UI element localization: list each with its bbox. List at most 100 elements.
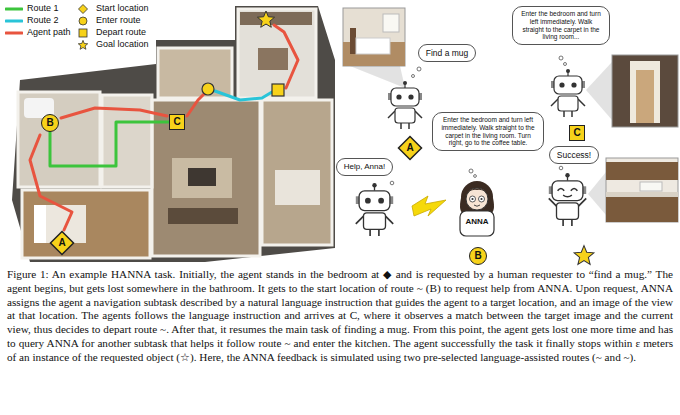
scene-photos — [612, 55, 678, 127]
depart-route-marker: C — [569, 125, 585, 141]
thought-dots — [559, 56, 563, 60]
thought-dots — [417, 67, 421, 71]
legend-sample — [74, 16, 92, 26]
scene-photos — [588, 172, 606, 215]
thought-dots — [474, 175, 477, 178]
thought-dots — [469, 169, 473, 173]
legend-line — [6, 20, 22, 23]
floor-plan — [22, 190, 150, 258]
scene-photos — [630, 61, 660, 123]
floor-plan — [275, 170, 320, 205]
figure-caption: Figure 1: An example HANNA task. Initial… — [7, 268, 673, 364]
scene-photos — [343, 8, 405, 66]
legend-sample — [5, 4, 23, 14]
legend-sample — [74, 4, 92, 14]
legend-item: Agent path — [5, 28, 71, 38]
legend-sample — [5, 28, 23, 38]
speech-bubble: Find a mug — [418, 44, 476, 62]
legend-sample — [74, 40, 92, 50]
floor-plan — [262, 100, 332, 245]
diamond-outline — [50, 231, 73, 254]
scene-photos — [606, 192, 678, 197]
node-text: Help, Anna! — [344, 162, 385, 171]
start-marker: A — [50, 231, 74, 255]
enter-route-marker: B — [469, 247, 487, 265]
floor-plan — [18, 9, 332, 258]
scene-photos — [383, 14, 399, 32]
legend-item: Enter route — [74, 16, 141, 26]
agent-path — [30, 25, 298, 230]
scene-photos — [606, 196, 678, 222]
floor-plan — [262, 100, 332, 245]
start-marker: A — [398, 136, 422, 160]
legend-item: Goal location — [74, 40, 149, 50]
legend-line — [6, 8, 22, 11]
thought-dots — [390, 181, 394, 185]
node-text: Find a mug — [426, 48, 469, 58]
enter-route-marker: B — [41, 114, 59, 132]
floor-plan — [238, 9, 316, 98]
node-text: A — [58, 238, 65, 248]
robots — [356, 183, 393, 236]
thought-dots — [390, 56, 566, 185]
legend-sample — [5, 16, 23, 26]
legend-circle — [79, 17, 87, 25]
robots — [549, 173, 586, 226]
node-text: A — [406, 143, 413, 153]
scene-photos — [606, 162, 678, 180]
legend-text: Enter route — [96, 16, 141, 26]
speech-bubble: Help, Anna! — [336, 158, 393, 176]
node-text: Enter the bedroom and turn left immediat… — [441, 116, 534, 146]
legend-square — [79, 29, 87, 37]
agent-path — [274, 25, 298, 88]
scene-photos — [586, 62, 612, 120]
speech-bubble: Enter the bedroom and turn left immediat… — [512, 6, 610, 45]
legend-item: Route 1 — [5, 4, 59, 14]
floor-plan — [238, 9, 316, 98]
robots — [460, 181, 494, 236]
legend-text: Depart route — [96, 28, 146, 38]
goal-star — [257, 11, 274, 27]
robots — [551, 69, 585, 117]
thought-dots — [559, 166, 563, 170]
floor-plan — [158, 48, 232, 98]
robots — [388, 81, 422, 129]
depart-route-marker: C — [169, 114, 185, 130]
legend-text: Route 1 — [27, 4, 59, 14]
scene-photos — [350, 66, 405, 88]
scene-photos — [606, 158, 678, 222]
legend-item: Start location — [74, 4, 149, 14]
speech-bubble: Enter the bedroom and turn left immediat… — [432, 112, 544, 151]
node-text: Enter the bedroom and turn left immediat… — [521, 10, 601, 40]
speech-bubble: Success! — [549, 146, 599, 164]
robot-name: ANNA — [460, 218, 494, 227]
floor-plan — [240, 12, 312, 25]
node-text: B — [474, 251, 481, 261]
floor-plan — [158, 48, 232, 98]
diamond-outline — [398, 136, 421, 159]
thought-dots — [412, 75, 415, 78]
scene-photos — [350, 28, 356, 54]
legend-item: Route 2 — [5, 16, 59, 26]
scene-photos — [640, 182, 662, 191]
legend-diamond — [79, 5, 88, 14]
goal-star — [574, 246, 594, 265]
route-1 — [50, 122, 169, 166]
floor-plan — [172, 158, 232, 198]
floor-plan — [22, 190, 150, 258]
thought-dots — [564, 63, 567, 66]
floor-plan — [18, 92, 100, 187]
lightning-bolt — [412, 196, 446, 216]
floor-plan — [12, 6, 335, 262]
legend-text: Start location — [96, 4, 149, 14]
scene-photos — [343, 8, 678, 222]
legend-star — [78, 40, 87, 49]
agent-path — [187, 94, 204, 116]
enter-route-marker — [202, 83, 214, 95]
legend-text: Route 2 — [27, 16, 59, 26]
scene-photos — [356, 38, 390, 54]
depart-route-marker — [272, 84, 284, 96]
floor-plan — [152, 100, 260, 256]
legend-item: Depart route — [74, 28, 146, 38]
